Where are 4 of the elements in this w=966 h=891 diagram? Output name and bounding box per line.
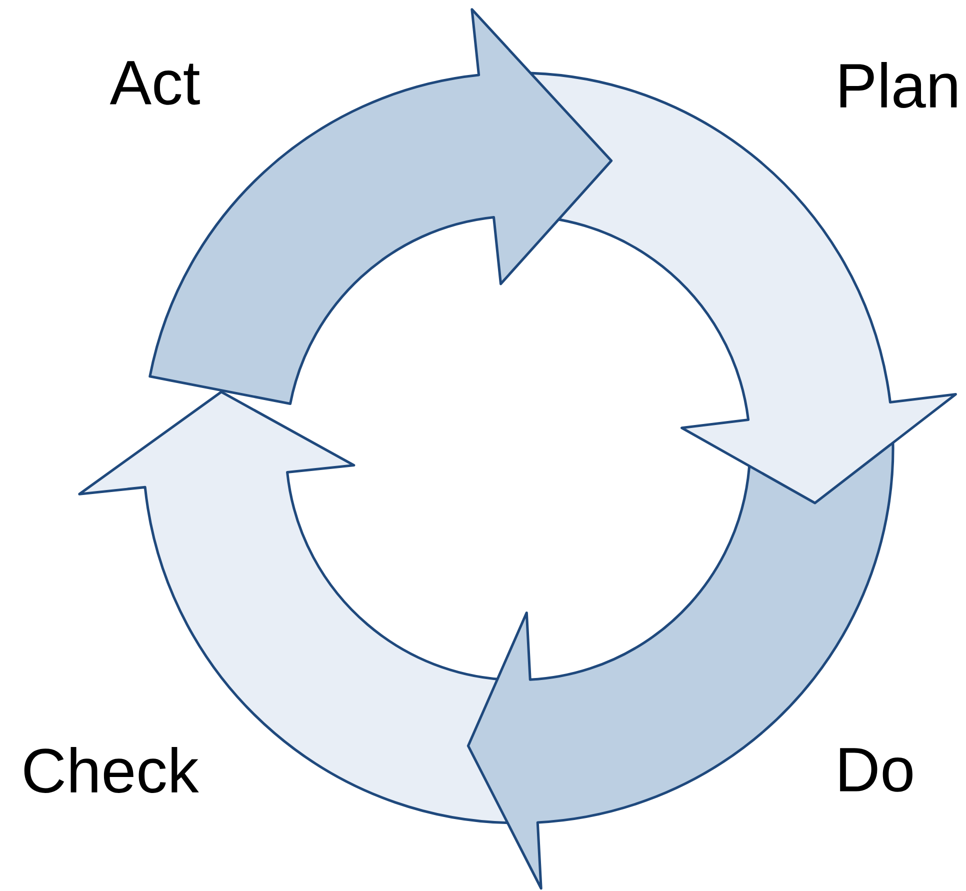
stage-label: Plan <box>840 62 957 108</box>
stage-label: Check <box>24 746 199 793</box>
stage-label: Act <box>110 61 200 105</box>
stage-label: Do <box>840 748 912 792</box>
